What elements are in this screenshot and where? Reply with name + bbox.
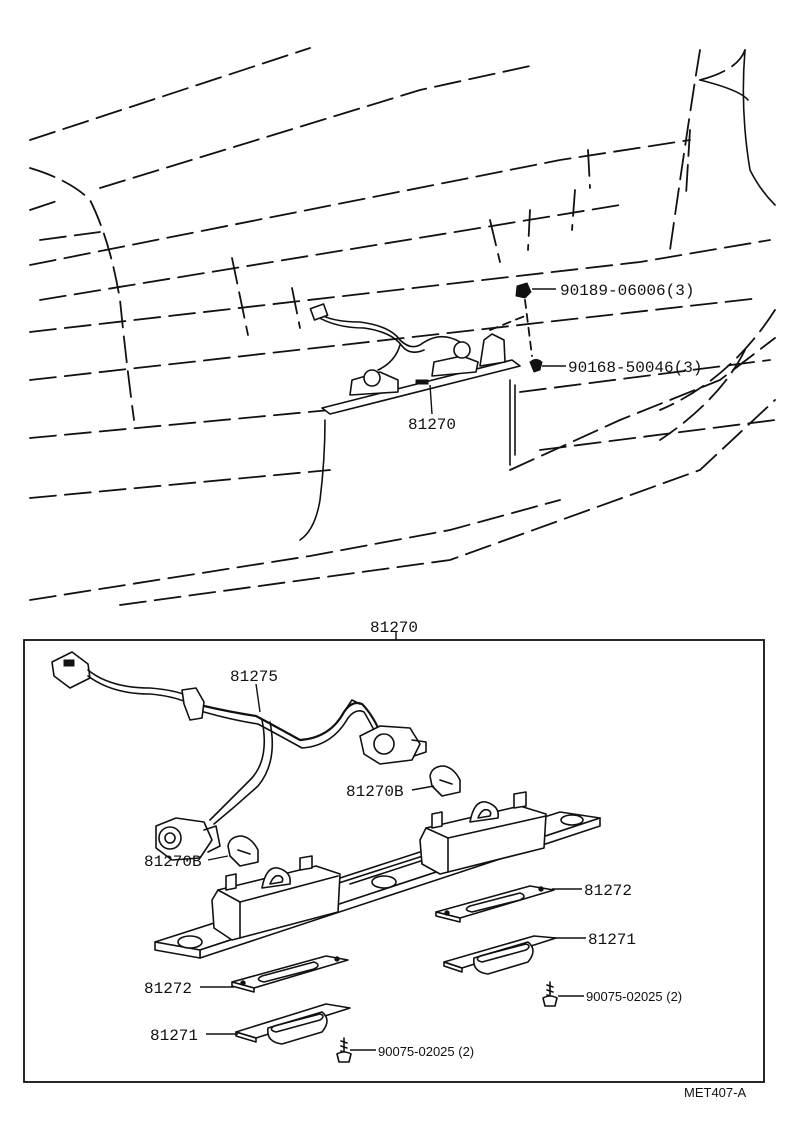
vehicle-body-outline <box>29 47 776 606</box>
label-gasket-left: 81271 <box>150 1027 198 1045</box>
figure-code: MET407-A <box>684 1085 746 1100</box>
pad-left <box>231 955 349 993</box>
label-assy-top: 81270 <box>408 416 456 434</box>
label-harness: 81275 <box>230 668 278 686</box>
pad-right <box>435 885 555 923</box>
label-screw-left: 90075-02025 (2) <box>378 1044 474 1059</box>
nut-icon <box>515 282 532 299</box>
exploded-view-frame <box>23 639 765 1083</box>
label-nut: 90189-06006(3) <box>560 282 694 300</box>
bulb-right <box>429 765 461 797</box>
gasket-left <box>235 1003 351 1045</box>
label-pad-right: 81272 <box>584 882 632 900</box>
gasket-right <box>443 935 557 975</box>
screw-left-icon <box>336 1037 352 1063</box>
label-bulb-left: 81270B <box>144 853 202 871</box>
license-lamp-installed <box>309 303 521 415</box>
label-screw-top: 90168-50046(3) <box>568 359 702 377</box>
label-bulb-right: 81270B <box>346 783 404 801</box>
screw-right-icon <box>542 981 558 1007</box>
fasteners-installed <box>429 282 566 415</box>
screw-icon <box>529 359 543 373</box>
label-assy-box: 81270 <box>370 619 418 637</box>
wire-harness <box>51 651 427 861</box>
bulb-left <box>227 835 259 867</box>
label-pad-left: 81272 <box>144 980 192 998</box>
label-gasket-right: 81271 <box>588 931 636 949</box>
label-screw-right: 90075-02025 (2) <box>586 989 682 1004</box>
lamp-housing <box>154 791 601 959</box>
